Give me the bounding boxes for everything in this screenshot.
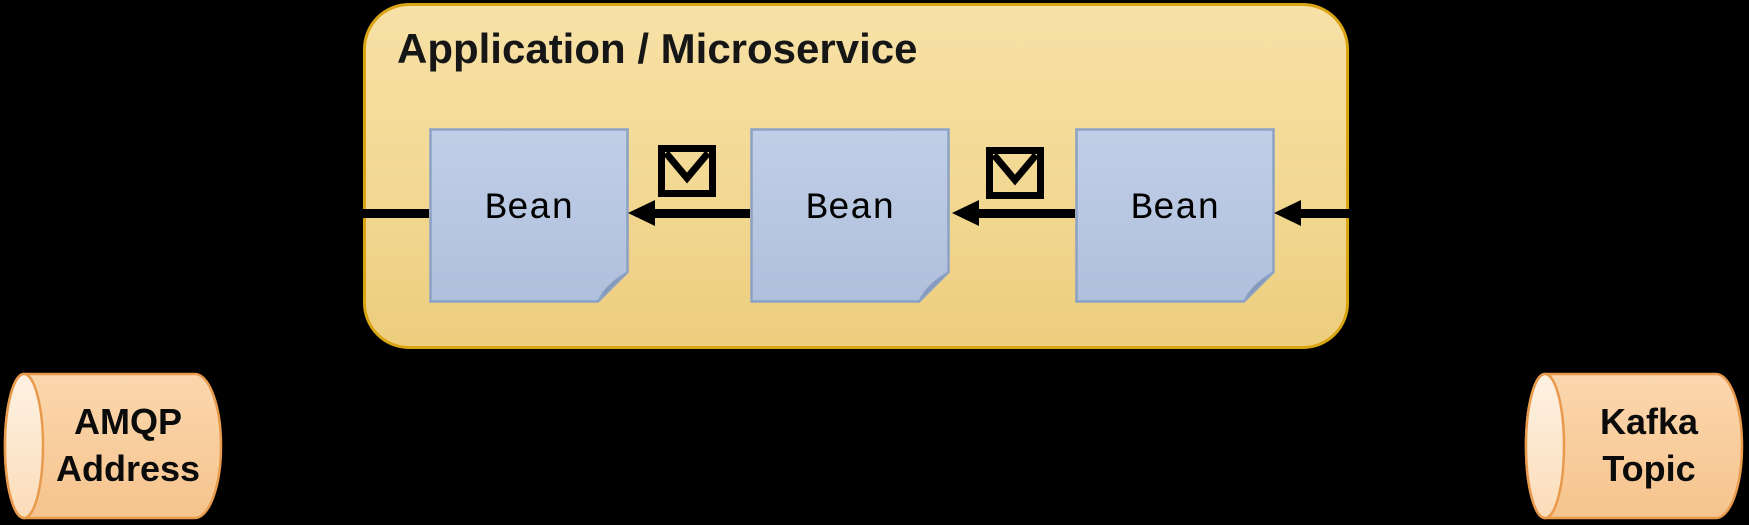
bean-node: Bean <box>750 128 950 303</box>
amqp-address-label: AMQP Address <box>3 372 223 520</box>
amqp-label-line2: Address <box>55 448 201 489</box>
flow-arrow-line <box>651 209 750 218</box>
cylinder-cap <box>1524 372 1566 520</box>
application-title: Application / Microservice <box>397 25 918 72</box>
bean-label: Bean <box>484 187 574 230</box>
kafka-topic-label: Kafka Topic <box>1524 372 1744 520</box>
message-envelope-icon <box>658 145 716 197</box>
bean-note-shape <box>1075 128 1275 303</box>
bean-label: Bean <box>1130 187 1220 230</box>
kafka-label-line1: Kafka <box>1599 401 1699 443</box>
folded-corner-icon <box>918 271 950 303</box>
amqp-label-line1: AMQP <box>74 401 182 443</box>
kafka-label-line2: Topic <box>1602 448 1696 489</box>
bean-note-shape <box>750 128 950 303</box>
arrowhead-left-icon <box>1274 200 1301 226</box>
bean-note-shape <box>429 128 629 303</box>
arrowhead-left-icon <box>628 200 655 226</box>
output-line <box>356 209 429 218</box>
flow-arrow-line <box>975 209 1075 218</box>
bean-label: Bean <box>805 187 895 230</box>
folded-corner-icon <box>597 271 629 303</box>
bean-node: Bean <box>1075 128 1275 303</box>
folded-corner-icon <box>1243 271 1275 303</box>
cylinder-cap <box>3 372 45 520</box>
cylinder-shape <box>3 372 223 520</box>
kafka-topic-cylinder: Kafka Topic <box>1524 372 1744 520</box>
message-envelope-icon <box>986 147 1044 199</box>
cylinder-shape <box>1524 372 1744 520</box>
amqp-address-cylinder: AMQP Address <box>3 372 223 520</box>
bean-node: Bean <box>429 128 629 303</box>
arrowhead-left-icon <box>952 200 979 226</box>
flow-arrow-line <box>1297 209 1354 218</box>
